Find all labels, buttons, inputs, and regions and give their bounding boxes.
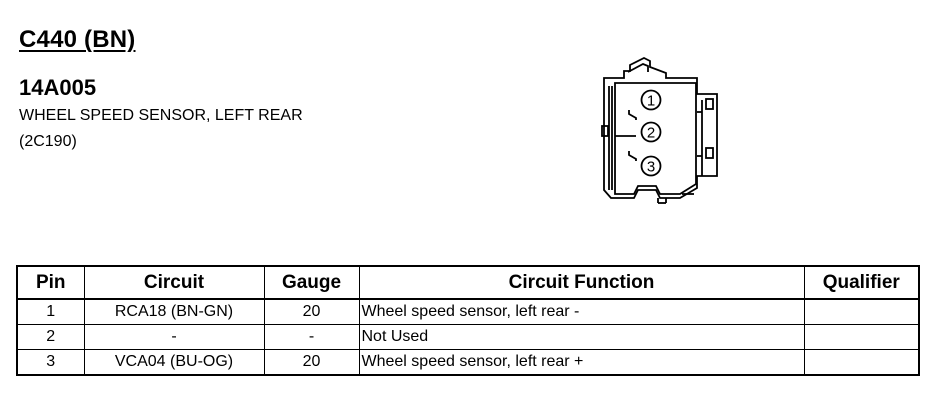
- table-row: 3 VCA04 (BU-OG) 20 Wheel speed sensor, l…: [16, 349, 920, 376]
- svg-text:2: 2: [647, 125, 655, 142]
- cell-circuit: VCA04 (BU-OG): [83, 349, 265, 376]
- header-qualifier: Qualifier: [803, 265, 920, 300]
- right-key-rib-lower: [705, 147, 714, 159]
- inner-cavity: [614, 82, 697, 195]
- cell-gauge: -: [263, 324, 360, 350]
- pin-3: 3: [640, 155, 662, 177]
- header-pin: Pin: [16, 265, 85, 300]
- cell-qualifier: [803, 349, 920, 376]
- connector-face-diagram: 1 2 3: [601, 56, 718, 204]
- svg-text:3: 3: [647, 159, 655, 176]
- cell-gauge: 20: [263, 349, 360, 376]
- part-number: 14A005: [19, 75, 97, 100]
- pinout-table: Pin Circuit Gauge Circuit Function Quali…: [16, 265, 920, 376]
- right-key-rib: [705, 98, 714, 110]
- header-circuit: Circuit: [83, 265, 265, 300]
- cell-qualifier: [803, 324, 920, 350]
- connector-location: (2C190): [19, 133, 77, 150]
- table-row: 1 RCA18 (BN-GN) 20 Wheel speed sensor, l…: [16, 298, 920, 325]
- cell-qualifier: [803, 298, 920, 325]
- cell-gauge: 20: [263, 298, 360, 325]
- connector-housing: [603, 56, 718, 199]
- latch-tab: [627, 63, 649, 73]
- connector-id: C440 (BN): [19, 26, 136, 53]
- pin-2: 2: [640, 121, 662, 143]
- cell-circuit-function: Wheel speed sensor, left rear +: [358, 349, 805, 376]
- header-gauge: Gauge: [263, 265, 360, 300]
- header-circuit-function: Circuit Function: [358, 265, 805, 300]
- cell-pin: 1: [16, 298, 85, 325]
- left-lock-slot: [601, 125, 609, 137]
- cell-pin: 2: [16, 324, 85, 350]
- connector-description: WHEEL SPEED SENSOR, LEFT REAR: [19, 107, 303, 124]
- table-header-row: Pin Circuit Gauge Circuit Function Quali…: [16, 265, 920, 300]
- cell-circuit: -: [83, 324, 265, 350]
- pin-1: 1: [640, 89, 662, 111]
- svg-text:1: 1: [647, 93, 655, 110]
- table-row: 2 - - Not Used: [16, 324, 920, 350]
- cell-pin: 3: [16, 349, 85, 376]
- cell-circuit-function: Not Used: [358, 324, 805, 350]
- cell-circuit: RCA18 (BN-GN): [83, 298, 265, 325]
- cell-circuit-function: Wheel speed sensor, left rear -: [358, 298, 805, 325]
